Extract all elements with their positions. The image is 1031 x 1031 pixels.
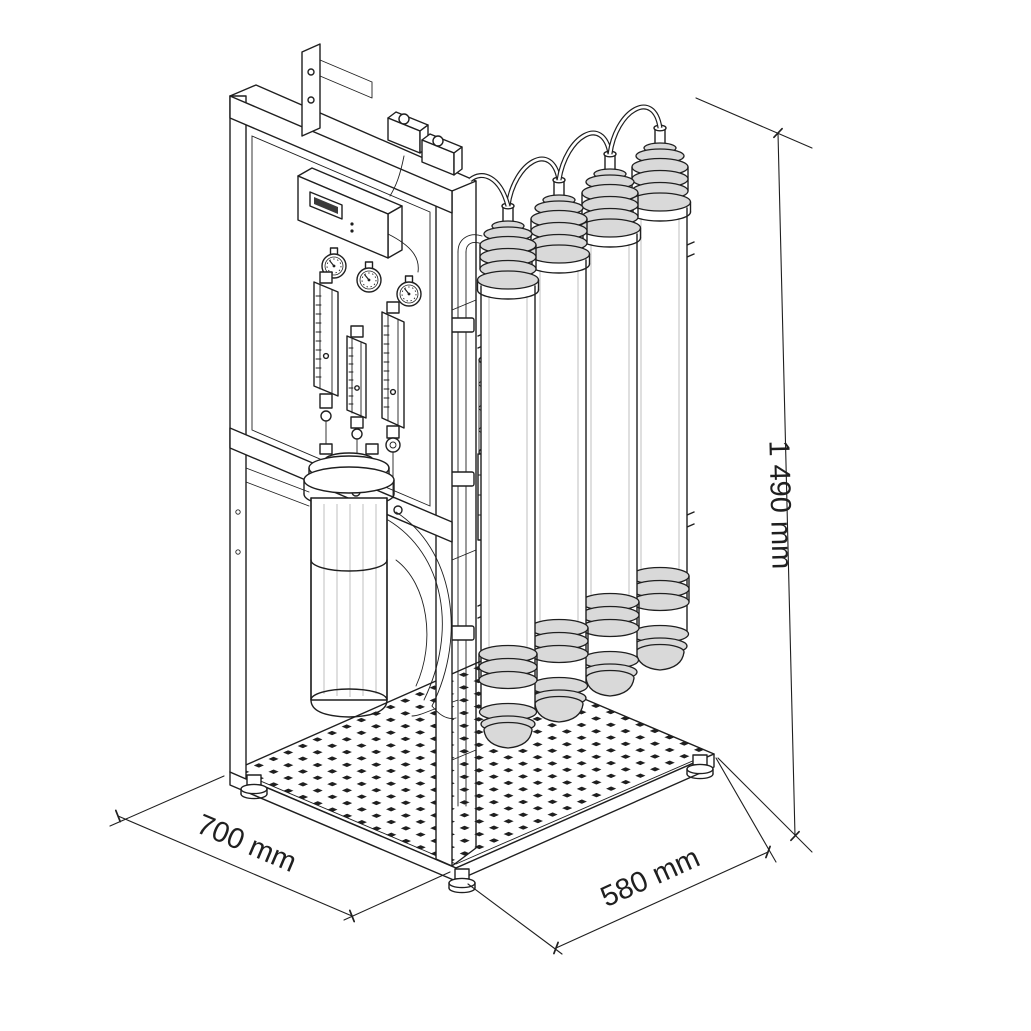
flow-meter-2 [346, 325, 367, 493]
filter-housing [245, 443, 395, 718]
dimension-label-depth: 580 mm [596, 842, 705, 914]
flow-meter-1 [313, 271, 339, 447]
flow-meter-3 [381, 301, 405, 499]
control-panel [297, 167, 419, 273]
membrane-vessel-3 [578, 150, 642, 697]
interconnect-tubing [468, 104, 663, 207]
valve-knob [385, 437, 401, 453]
solenoid-junction-boxes [387, 111, 463, 197]
needle-valve [320, 410, 332, 422]
top-bracket [301, 43, 373, 137]
flow-meters [313, 271, 405, 499]
pressure-gauge-2 [356, 261, 382, 293]
coil-boss [398, 113, 410, 125]
coil-boss [432, 135, 444, 147]
panel-button [350, 222, 354, 226]
dimension-label-width: 700 mm [192, 809, 301, 879]
pressure-gauge-3 [396, 275, 422, 307]
needle-valve [351, 428, 363, 440]
panel-button [350, 229, 354, 233]
dimension-label-height: 1 490 mm [762, 440, 797, 570]
membrane-vessels [476, 124, 692, 749]
membrane-vessel-2 [527, 176, 591, 723]
base-plate [229, 657, 715, 882]
rear-frame [229, 84, 477, 867]
dimension-height: 1 490 mm [695, 97, 813, 853]
membrane-vessel-1 [476, 202, 540, 749]
hose-loop [387, 511, 457, 719]
